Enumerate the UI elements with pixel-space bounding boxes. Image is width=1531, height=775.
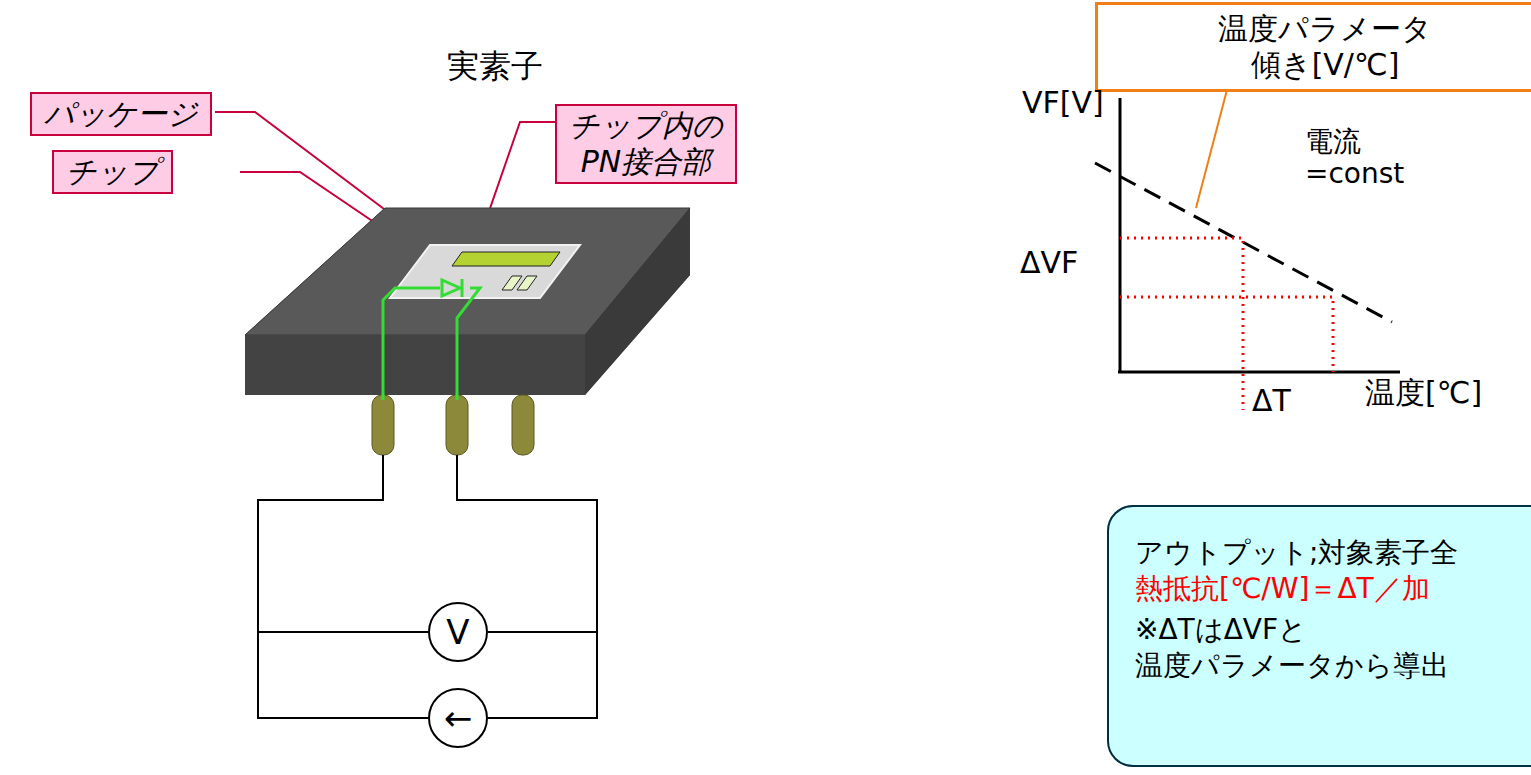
leader-line bbox=[1196, 86, 1228, 208]
guide-line bbox=[1120, 297, 1333, 372]
current-source-symbol: ← bbox=[428, 688, 488, 748]
package-side bbox=[585, 208, 690, 395]
lead bbox=[372, 395, 394, 455]
callout-box: チップ内の PN接合部 bbox=[555, 104, 737, 184]
guide-line bbox=[1120, 238, 1243, 410]
node-text: チップ内の PN接合部 bbox=[569, 108, 723, 180]
node-text: チップ bbox=[66, 154, 159, 190]
node-text: V bbox=[446, 612, 469, 652]
voltmeter-symbol: V bbox=[428, 602, 488, 662]
part-title: 実素子 bbox=[447, 48, 543, 85]
lead bbox=[446, 395, 468, 455]
callout-box: パッケージ bbox=[30, 92, 212, 136]
chip-pad bbox=[517, 276, 537, 290]
wire bbox=[488, 631, 597, 633]
chip-pad bbox=[452, 252, 560, 266]
axis bbox=[1118, 371, 1400, 374]
node-text: 温度パラメータ 傾き[V/℃] bbox=[1218, 11, 1432, 83]
node-text: ※ΔTはΔVFと 温度パラメータから導出 bbox=[1135, 612, 1449, 685]
wire bbox=[457, 455, 597, 718]
current-path bbox=[457, 288, 480, 400]
diode-symbol bbox=[442, 280, 460, 296]
node-text: 熱抵抗[℃/W]＝ΔT／加 bbox=[1135, 571, 1531, 607]
axis-label: ΔVF bbox=[1020, 246, 1078, 281]
package-front bbox=[245, 335, 585, 395]
leader-line bbox=[215, 112, 388, 212]
axis-label: VF[V] bbox=[1022, 86, 1104, 121]
axis-label: 温度[℃] bbox=[1365, 376, 1482, 411]
node-text: パッケージ bbox=[44, 96, 198, 132]
callout-box: 温度パラメータ 傾き[V/℃] bbox=[1095, 2, 1531, 92]
axis bbox=[1119, 98, 1122, 373]
axis-label: ΔT bbox=[1252, 384, 1291, 419]
package-body bbox=[245, 208, 690, 395]
wire bbox=[258, 631, 428, 633]
callout-box: チップ bbox=[52, 150, 173, 194]
current-path bbox=[383, 288, 440, 400]
lead bbox=[512, 395, 534, 455]
node-text: ← bbox=[444, 698, 473, 738]
wire bbox=[258, 455, 428, 718]
output-box: アウトプット;対象素子全熱抵抗[℃/W]＝ΔT／加 ※ΔTはΔVFと 温度パラメー… bbox=[1107, 505, 1531, 767]
diode-symbol bbox=[461, 279, 464, 297]
condition-label: 電流 =const bbox=[1305, 126, 1404, 190]
node-text: アウトプット;対象素子全 bbox=[1135, 535, 1531, 571]
chip bbox=[390, 245, 580, 298]
